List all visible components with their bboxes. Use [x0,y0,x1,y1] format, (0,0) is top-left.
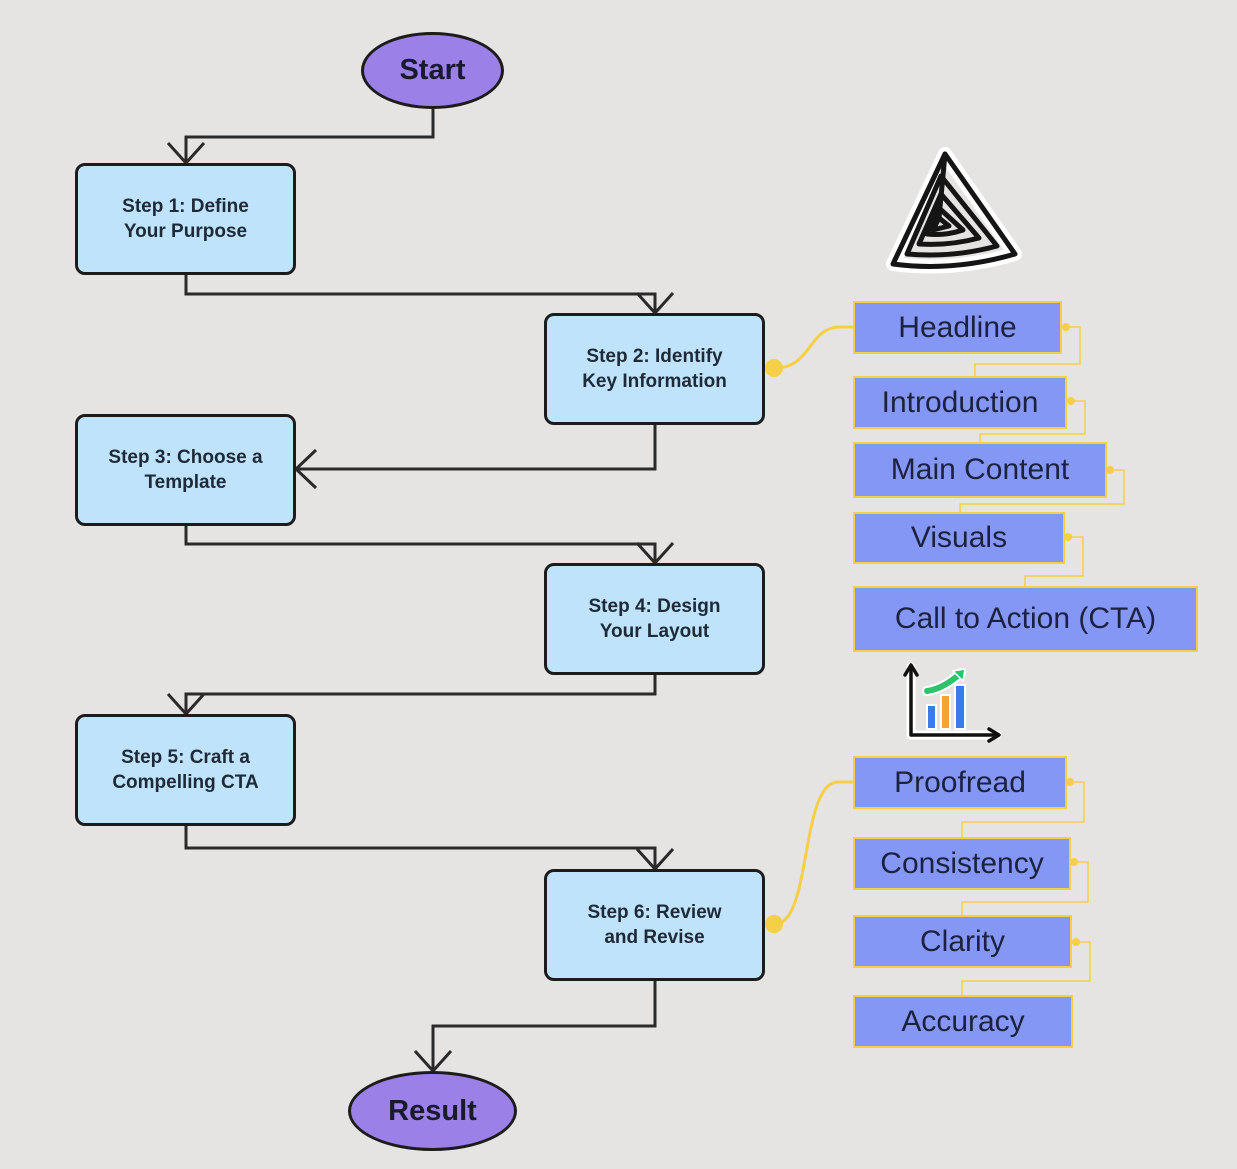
step-6-review-revise[interactable]: Step 6: Review and Revise [544,869,765,981]
flow-arrow-step5-step6 [184,825,657,869]
tag-visuals[interactable]: Visuals [853,512,1065,564]
step-label: Step 3: Choose a Template [108,447,263,493]
flow-arrow-step3-step4 [184,525,657,563]
tag-proofread[interactable]: Proofread [853,756,1067,809]
step-label: Step 1: Define Your Purpose [122,196,249,242]
tag-consistency[interactable]: Consistency [853,837,1071,890]
branch-link-review [774,780,853,926]
result-node[interactable]: Result [348,1071,517,1151]
branch-link-key-information [774,325,853,370]
start-node[interactable]: Start [361,32,504,109]
tag-clarity[interactable]: Clarity [853,915,1072,968]
step-label: Step 6: Review and Revise [587,902,722,948]
step-2-identify-key-information[interactable]: Step 2: Identify Key Information [544,313,765,425]
branch-dot [765,915,783,933]
flow-arrow-step6-result [431,981,657,1071]
arrowhead [293,448,318,490]
step-4-design-layout[interactable]: Step 4: Design Your Layout [544,563,765,675]
step-label: Step 2: Identify Key Information [582,346,727,392]
step-3-choose-template[interactable]: Step 3: Choose a Template [75,414,296,526]
growth-chart-icon[interactable] [897,655,1007,745]
tag-main-content[interactable]: Main Content [853,442,1107,498]
tag-call-to-action[interactable]: Call to Action (CTA) [853,586,1198,652]
step-5-craft-cta[interactable]: Step 5: Craft a Compelling CTA [75,714,296,826]
tag-introduction[interactable]: Introduction [853,376,1067,429]
tag-accuracy[interactable]: Accuracy [853,995,1073,1048]
step-label: Step 5: Craft a Compelling CTA [112,747,259,793]
step-1-define-purpose[interactable]: Step 1: Define Your Purpose [75,163,296,275]
flow-arrow-step1-step2 [184,274,657,313]
flow-arrow-step4-step5 [184,674,657,714]
spiral-triangle-icon[interactable] [883,146,1028,276]
flow-arrow-start-step1 [184,109,435,163]
flow-arrow-step2-step3 [296,424,657,471]
branch-dot [765,359,783,377]
tag-headline[interactable]: Headline [853,301,1062,354]
step-label: Step 4: Design Your Layout [588,596,721,642]
